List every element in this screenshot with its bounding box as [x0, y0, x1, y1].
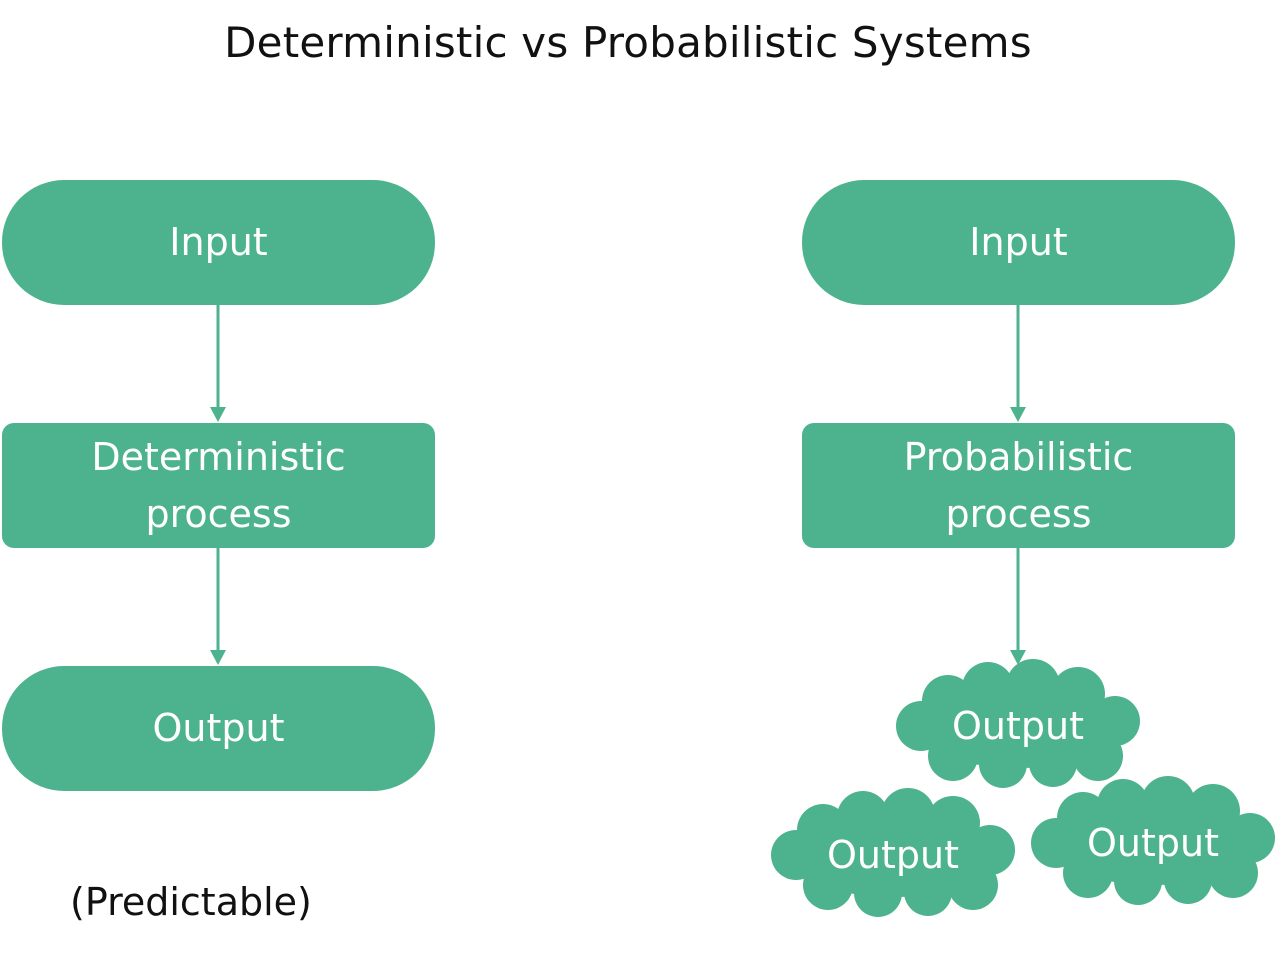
left-process-label-line2: process — [145, 491, 292, 536]
right-process-label-line2: process — [945, 491, 1092, 536]
left-input-label: Input — [169, 220, 268, 264]
right-output-label-3: Output — [1087, 821, 1219, 865]
left-output-label: Output — [152, 706, 285, 750]
left-output-node: Output — [2, 666, 435, 791]
left-arrow-process-to-output — [210, 548, 226, 665]
left-process-node: Deterministic process — [2, 423, 435, 548]
right-process-label-line1: Probabilistic — [903, 434, 1134, 479]
right-input-node: Input — [802, 180, 1235, 305]
right-output-cloud-bottom-right: Output — [1028, 776, 1278, 905]
right-arrow-process-to-outputs — [1010, 548, 1026, 665]
predictable-caption: (Predictable) — [70, 880, 312, 924]
right-arrow-input-to-process — [1010, 305, 1026, 422]
cloud-shape-icon — [1031, 776, 1275, 905]
left-process-label-line1: Deterministic — [91, 434, 346, 479]
right-output-cloud-top: Output — [893, 659, 1143, 788]
cloud-shape-icon — [771, 788, 1015, 917]
cloud-shape-icon — [896, 659, 1140, 788]
right-output-label-1: Output — [952, 704, 1084, 748]
right-process-node: Probabilistic process — [802, 423, 1235, 548]
diagram-title: Deterministic vs Probabilistic Systems — [224, 18, 1032, 67]
right-input-label: Input — [969, 220, 1068, 264]
right-output-cloud-bottom-left: Output — [768, 788, 1018, 917]
left-input-node: Input — [2, 180, 435, 305]
left-arrow-input-to-process — [210, 305, 226, 422]
right-output-label-2: Output — [827, 833, 959, 877]
